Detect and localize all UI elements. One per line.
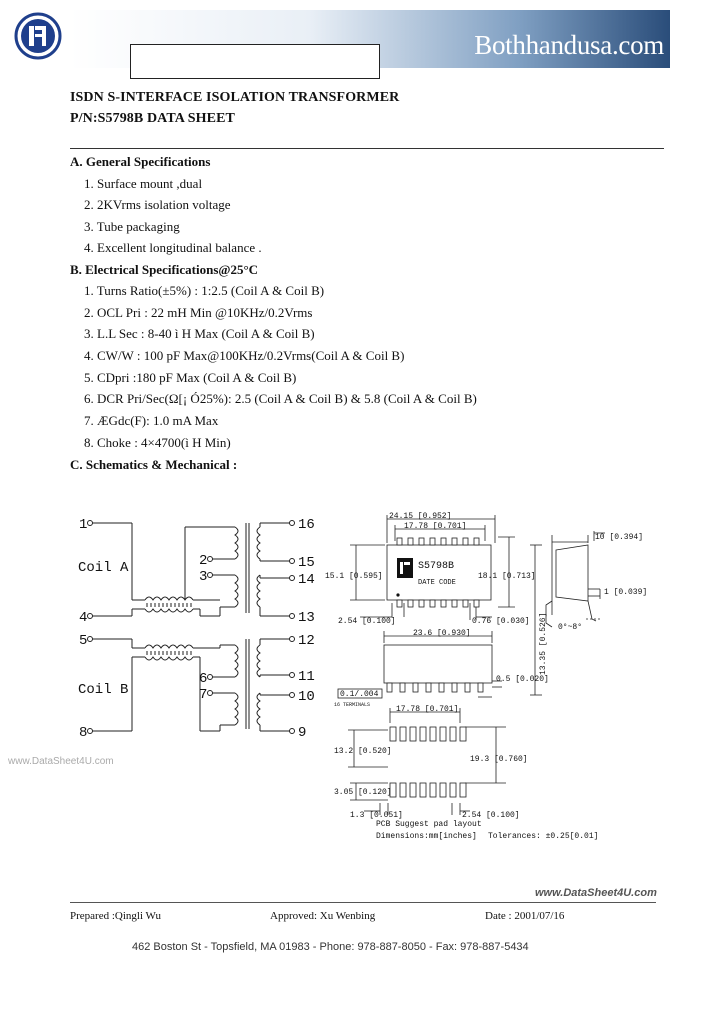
pin-label: 10 — [298, 689, 315, 705]
electrical-spec-item: 5. CDpri :180 pF Max (Coil A & Coil B) — [84, 370, 297, 385]
general-spec-item: 2. 2KVrms isolation voltage — [84, 197, 231, 212]
mechanical-drawing: 24.15 [0.952] 17.78 [0.701] 15.1 [0.595]… — [325, 512, 647, 841]
coplanarity-value: 0.1/.004 — [340, 690, 379, 699]
pin-label: 7 — [199, 687, 207, 703]
pin-label: 8 — [79, 725, 87, 741]
pcb-outer: 19.3 [0.760] — [470, 755, 528, 764]
pcb-pitch-2: 2.54 [0.100] — [462, 811, 520, 820]
part-number-title: P/N:S5798B DATA SHEET — [70, 111, 235, 126]
dim-pad: 0.76 [0.030] — [472, 617, 530, 626]
pin-label: 13 — [298, 610, 315, 626]
pcb-inner: 13.2 [0.520] — [334, 747, 392, 756]
brand-name: Bothhandusa.com — [474, 30, 664, 60]
document-date: Date : 2001/07/16 — [485, 910, 565, 922]
coil-a-label: Coil A — [78, 560, 129, 576]
dim-side-height: 13.35 [0.526] — [539, 613, 548, 675]
watermark-left: www.DataSheet4U.com — [8, 756, 114, 767]
general-spec-item: 3. Tube packaging — [84, 219, 180, 234]
transformer-schematic: 1 4 5 8 2 3 6 7 16 15 14 13 12 11 10 9 C… — [78, 517, 315, 741]
pcb-pad-width: 1.3 [0.051] — [350, 811, 403, 820]
date-code: DATE CODE — [418, 579, 456, 587]
section-heading-general: A. General Specifications — [70, 154, 211, 169]
pin-label: 14 — [298, 572, 315, 588]
coplanarity-note: 16 TERMINALS — [334, 702, 370, 708]
tolerance-label: Tolerances: ±0.25[0.01] — [488, 832, 598, 841]
pin-label: 12 — [298, 633, 315, 649]
pin-label: 6 — [199, 671, 207, 687]
company-address: 462 Boston St - Topsfield, MA 01983 - Ph… — [132, 941, 529, 953]
electrical-spec-item: 3. L.L Sec : 8-40 ì H Max (Coil A & Coil… — [84, 326, 315, 341]
prepared-by: Prepared :Qingli Wu — [70, 910, 162, 922]
electrical-spec-item: 4. CW/W : 100 pF Max@100KHz/0.2Vrms(Coil… — [84, 348, 405, 363]
electrical-spec-item: 1. Turns Ratio(±5%) : 1:2.5 (Coil A & Co… — [84, 283, 325, 298]
general-spec-item: 1. Surface mount ,dual — [84, 176, 203, 191]
pin-label: 11 — [298, 669, 315, 685]
dim-side-top: 10 [0.394] — [595, 533, 643, 542]
electrical-spec-item: 2. OCL Pri : 22 mH Min @10KHz/0.2Vrms — [84, 305, 313, 320]
dim-inner: 17.78 [0.701] — [404, 522, 466, 531]
dim-pitch: 2.54 [0.100] — [338, 617, 396, 626]
pin-label: 2 — [199, 553, 207, 569]
section-heading-electrical: B. Electrical Specifications@25°C — [70, 262, 259, 277]
general-spec-item: 4. Excellent longitudinal balance . — [84, 240, 262, 255]
approved-by: Approved: Xu Wenbing — [270, 910, 376, 922]
section-heading-schematics: C. Schematics & Mechanical : — [70, 457, 238, 472]
pin-label: 3 — [199, 569, 207, 585]
pin-label: 15 — [298, 555, 315, 571]
dim-standoff: 0.5 [0.020] — [496, 675, 549, 684]
pcb-pitch: 17.78 [0.701] — [396, 705, 458, 714]
electrical-spec-item: 8. Choke : 4×4700(ì H Min) — [84, 435, 231, 450]
dim-side-angle: 0°~8° — [558, 623, 582, 632]
watermark-right: www.DataSheet4U.com — [535, 887, 657, 899]
part-marking: S5798B — [418, 561, 454, 572]
electrical-spec-item: 7. ÆGdc(F): 1.0 mA Max — [84, 413, 219, 428]
divider-bottom — [70, 902, 656, 903]
pin-label: 5 — [79, 633, 87, 649]
dim-side-lead: 1 [0.039] — [604, 588, 647, 597]
divider-top — [70, 148, 664, 149]
dim-height-right: 18.1 [0.713] — [478, 572, 536, 581]
pcb-pad-height: 3.05 [0.120] — [334, 788, 392, 797]
dim-top: 24.15 [0.952] — [389, 512, 451, 521]
document-title: ISDN S-INTERFACE ISOLATION TRANSFORMER — [70, 90, 400, 105]
company-logo — [14, 12, 62, 60]
pin-label: 16 — [298, 517, 315, 533]
dimensions-label: Dimensions:mm[inches] — [376, 832, 477, 841]
pcb-caption: PCB Suggest pad layout — [376, 820, 482, 829]
dim-height-left: 15.1 [0.595] — [325, 572, 383, 581]
pin-label: 9 — [298, 725, 306, 741]
pin-label: 1 — [79, 517, 87, 533]
header-blank-box — [130, 44, 380, 79]
dim-body-length: 23.6 [0.930] — [413, 629, 471, 638]
coil-b-label: Coil B — [78, 682, 128, 698]
pin-label: 4 — [79, 610, 87, 626]
electrical-spec-item: 6. DCR Pri/Sec(Ω[¡ Ó25%): 2.5 (Coil A & … — [84, 391, 477, 406]
